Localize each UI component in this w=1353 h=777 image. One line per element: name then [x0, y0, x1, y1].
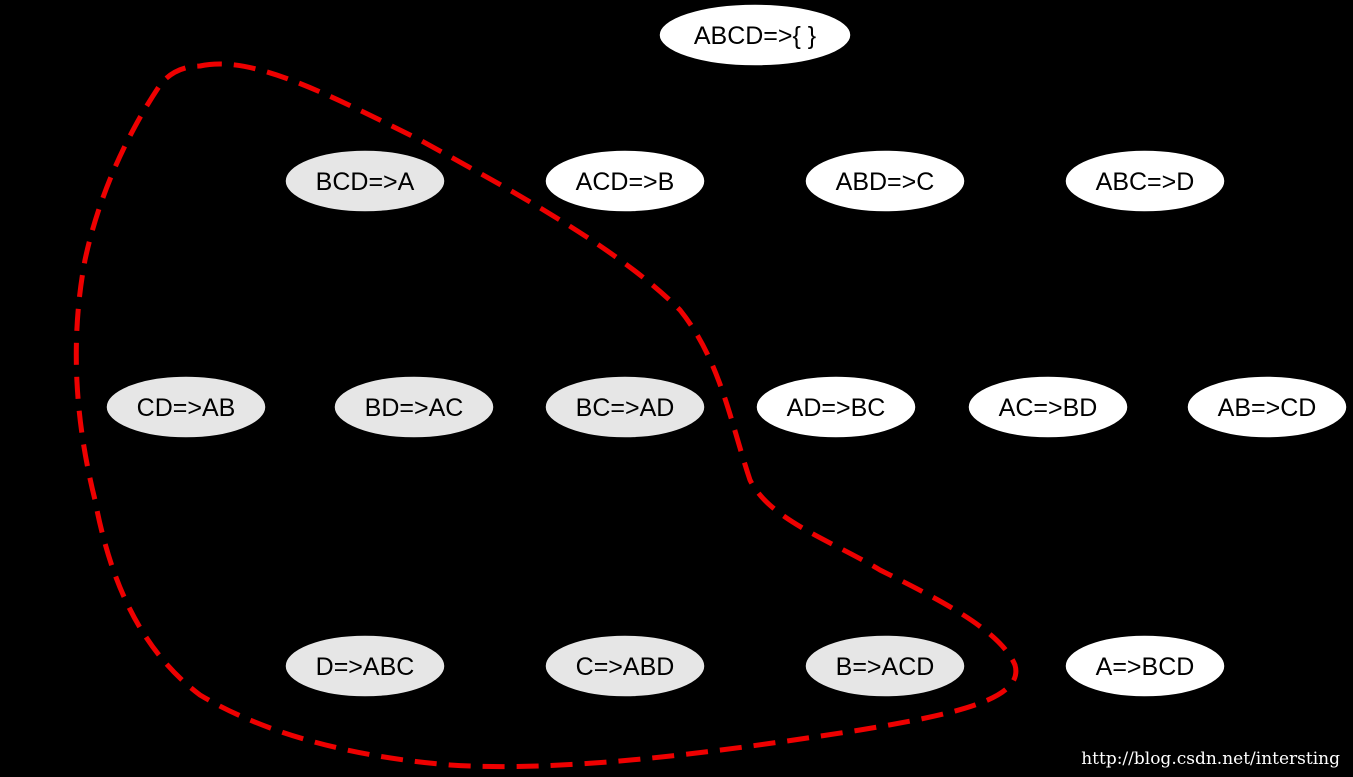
rule-node-label: C=>ABD [576, 653, 675, 681]
rule-node: A=>BCD [1064, 634, 1226, 698]
pruned-rules-outline [73, 61, 1019, 770]
rule-node: B=>ACD [804, 634, 966, 698]
rule-node-label: ABCD=>{ } [694, 22, 816, 50]
rule-node-label: AD=>BC [787, 394, 886, 422]
rule-node: AD=>BC [755, 375, 917, 439]
rule-node-ellipse [1186, 375, 1348, 439]
rule-node-ellipse [1064, 634, 1226, 698]
rule-node-ellipse [967, 375, 1129, 439]
rule-node-ellipse [804, 634, 966, 698]
rule-node-label: ABD=>C [836, 168, 935, 196]
rule-node-ellipse [1064, 149, 1226, 213]
rule-node: AC=>BD [967, 375, 1129, 439]
watermark-text: http://blog.csdn.net/intersting [1081, 749, 1340, 769]
rule-node: ABC=>D [1064, 149, 1226, 213]
rule-node-label: CD=>AB [137, 394, 236, 422]
rule-node-label: AC=>BD [999, 394, 1098, 422]
rule-node-label: BD=>AC [365, 394, 464, 422]
rule-node-label: ABC=>D [1096, 168, 1195, 196]
rule-node-ellipse [544, 634, 706, 698]
rule-node-label: AB=>CD [1218, 394, 1317, 422]
rule-node-label: A=>BCD [1096, 653, 1195, 681]
rule-node: C=>ABD [544, 634, 706, 698]
rule-node: AB=>CD [1186, 375, 1348, 439]
rule-node: CD=>AB [105, 375, 267, 439]
rule-node-label: BC=>AD [576, 394, 675, 422]
rule-node-label: ACD=>B [576, 168, 675, 196]
rule-node: ABD=>C [804, 149, 966, 213]
rule-node: BC=>AD [544, 375, 706, 439]
rule-node: ACD=>B [544, 149, 706, 213]
rule-node-ellipse [105, 375, 267, 439]
rule-node-ellipse [333, 375, 495, 439]
rule-node: ABCD=>{ } [658, 3, 852, 67]
rule-node-ellipse [544, 375, 706, 439]
rule-node-ellipse [284, 634, 446, 698]
rule-node-ellipse [804, 149, 966, 213]
nodes-layer: ABCD=>{ } BCD=>A ACD=>B ABD=>C ABC=>D CD=>AB B… [105, 3, 1348, 698]
rule-node-label: B=>ACD [836, 653, 935, 681]
rule-node: D=>ABC [284, 634, 446, 698]
rule-node-ellipse [755, 375, 917, 439]
rule-node-label: BCD=>A [316, 168, 415, 196]
rule-node-ellipse [658, 3, 852, 67]
rule-node-ellipse [284, 149, 446, 213]
rule-node-ellipse [544, 149, 706, 213]
rule-node-label: D=>ABC [316, 653, 415, 681]
rule-node: BD=>AC [333, 375, 495, 439]
rule-node: BCD=>A [284, 149, 446, 213]
